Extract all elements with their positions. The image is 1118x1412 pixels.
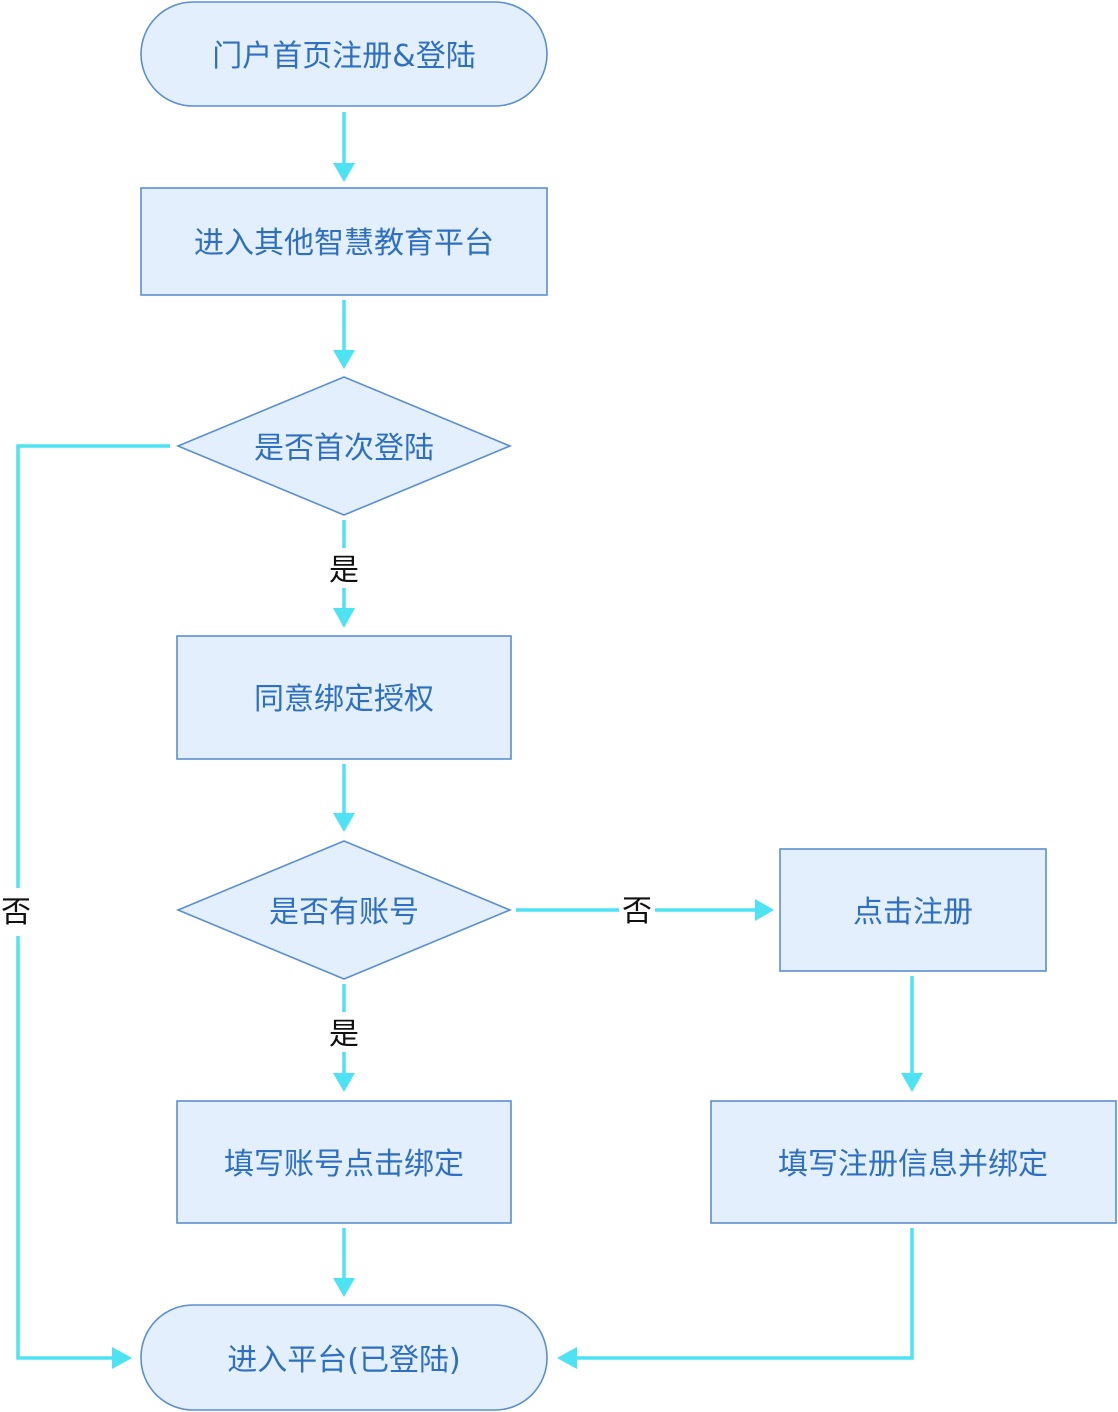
agree-bind-label: 同意绑定授权 [254,682,434,717]
edge-first-login-no [16,444,170,1360]
first-login-decision [175,376,513,516]
click-register-box [779,848,1047,972]
edge-label-no-has-account: 否 [622,894,652,929]
end-terminal [140,1304,548,1411]
fill-register-bind-label: 填写注册信息并绑定 [778,1147,1048,1182]
edge-label-no-first-login: 否 [1,895,31,930]
start-terminal-label: 门户首页注册&登陆 [212,39,475,74]
click-register-label: 点击注册 [853,895,973,930]
arrowhead [333,1278,355,1297]
enter-other-platform-box [140,187,548,296]
label-background [326,1012,362,1052]
arrowhead [557,1347,577,1369]
enter-other-platform-label: 进入其他智慧教育平台 [194,226,494,261]
arrowhead [333,350,355,369]
has-account-decision-label: 是否有账号 [269,895,419,930]
has-account-decision [175,840,513,980]
edge-label-yes-has-account: 是 [329,1017,359,1052]
arrowhead [901,1073,923,1092]
end-terminal-label: 进入平台(已登陆) [227,1343,460,1378]
fill-account-bind-box [176,1100,512,1224]
fill-register-bind-box [710,1100,1117,1224]
edge-label-yes-first-login: 是 [329,553,359,588]
edge-fill-register-to-end [575,1228,914,1360]
start-terminal [140,1,548,107]
first-login-decision-label: 是否首次登陆 [254,431,434,466]
fill-account-bind-label: 填写账号点击绑定 [224,1147,464,1182]
arrowhead [333,608,355,628]
label-background [0,888,36,936]
agree-bind-box [176,635,512,760]
arrowhead [755,899,774,921]
arrowhead [333,813,355,832]
arrowhead [333,163,355,182]
label-background [619,888,655,934]
arrowhead [333,1073,355,1092]
label-background [326,548,362,588]
arrowhead [112,1347,132,1369]
